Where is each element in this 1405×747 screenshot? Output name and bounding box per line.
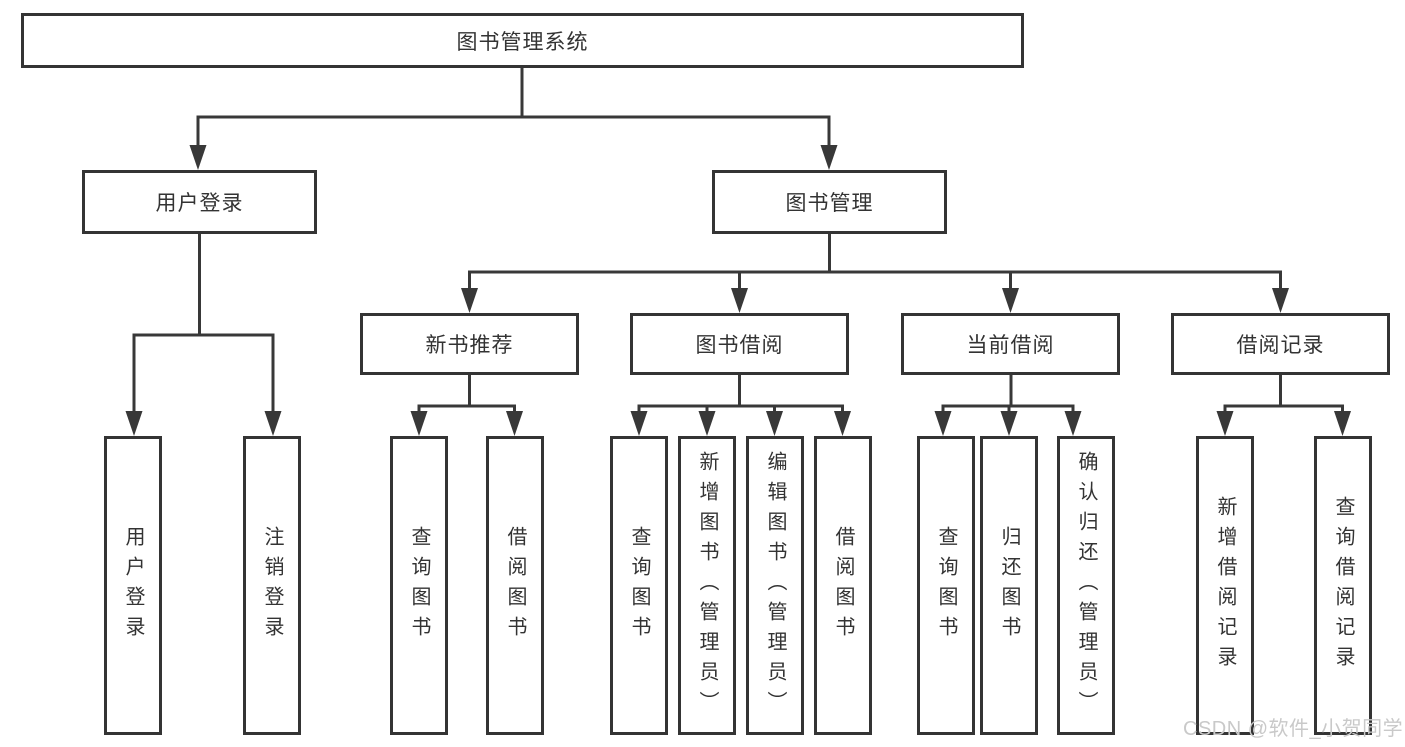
arrowheads — [125, 145, 1351, 436]
node-leaf-borrow-books-2: 借阅图书 — [814, 436, 872, 735]
node-leaf-confirm-return-admin: 确认归还（管理员） — [1057, 436, 1115, 735]
node-leaf-borrow-books-1: 借阅图书 — [486, 436, 544, 735]
node-borrowing-records: 借阅记录 — [1171, 313, 1390, 375]
node-leaf-add-books-admin: 新增图书（管理员） — [678, 436, 736, 735]
node-leaf-user-login: 用户登录 — [104, 436, 162, 735]
node-book-management: 图书管理 — [712, 170, 947, 234]
node-user-login: 用户登录 — [82, 170, 317, 234]
node-leaf-add-borrow-record: 新增借阅记录 — [1196, 436, 1254, 735]
node-book-borrowing: 图书借阅 — [630, 313, 849, 375]
node-leaf-return-books: 归还图书 — [980, 436, 1038, 735]
node-leaf-query-books-1: 查询图书 — [390, 436, 448, 735]
node-leaf-query-books-2: 查询图书 — [610, 436, 668, 735]
node-leaf-logout-login: 注销登录 — [243, 436, 301, 735]
node-current-borrowing: 当前借阅 — [901, 313, 1120, 375]
node-leaf-edit-books-admin: 编辑图书（管理员） — [746, 436, 804, 735]
node-leaf-query-books-3: 查询图书 — [917, 436, 975, 735]
node-library-management-system: 图书管理系统 — [21, 13, 1024, 68]
node-new-book-recommend: 新书推荐 — [360, 313, 579, 375]
node-leaf-query-borrow-record: 查询借阅记录 — [1314, 436, 1372, 735]
watermark-text: CSDN @软件_小贺同学 — [1183, 718, 1404, 740]
